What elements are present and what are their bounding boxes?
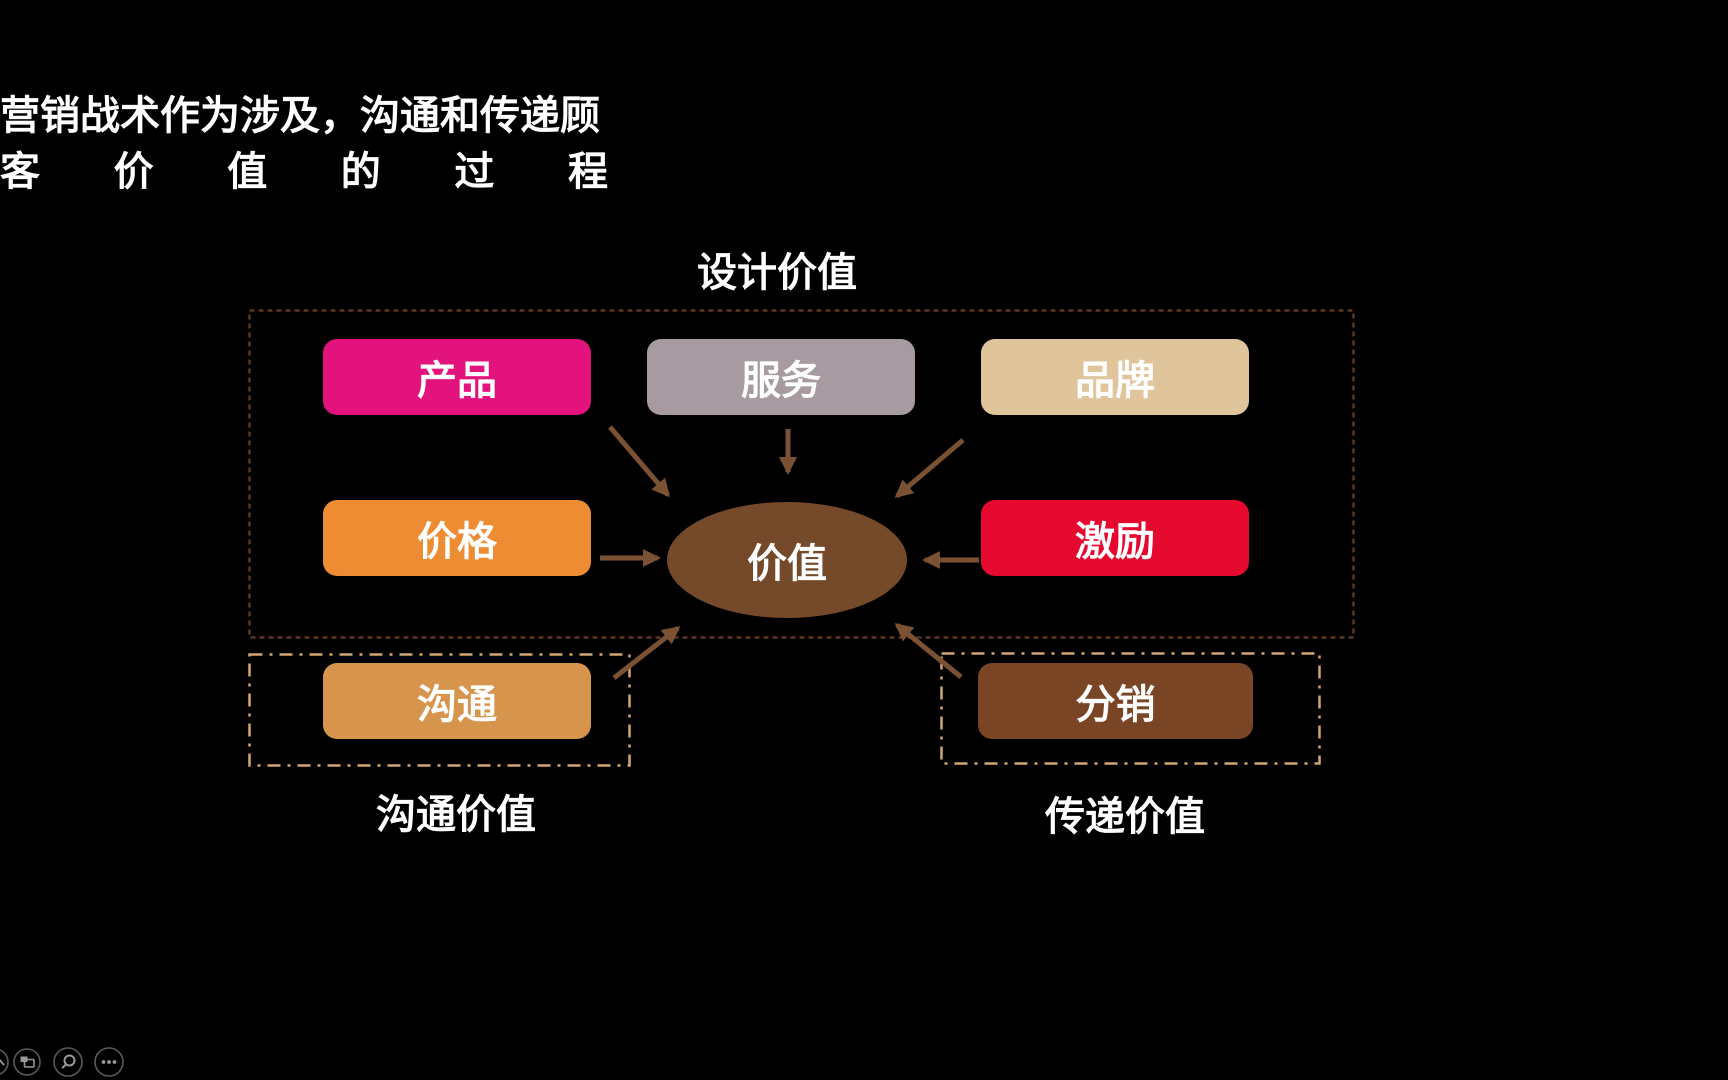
arrow-communication-to-value — [612, 626, 681, 680]
communicate-value-group-label: 沟通价值 — [376, 793, 536, 837]
zoom-icon[interactable] — [53, 1047, 83, 1077]
node-price: 价格 — [323, 500, 591, 576]
title-char: 值 — [227, 150, 268, 194]
node-value-ellipse: 价值 — [667, 502, 907, 618]
pen-icon[interactable] — [0, 1049, 9, 1075]
node-product: 产品 — [323, 339, 591, 415]
design-value-group-label: 设计价值 — [697, 251, 857, 295]
more-icon[interactable] — [94, 1047, 124, 1077]
slide-title: 营销战术作为涉及，沟通和传递顾 客 价 值 的 过 程 — [0, 88, 608, 200]
node-brand: 品牌 — [981, 339, 1249, 415]
node-incentive: 激励 — [981, 500, 1249, 576]
arrow-brand-to-value — [894, 438, 965, 498]
title-char: 程 — [567, 150, 608, 194]
slides-icon[interactable] — [13, 1048, 41, 1076]
title-char: 过 — [454, 150, 495, 194]
node-service: 服务 — [647, 339, 915, 415]
arrow-distribution-to-value — [894, 623, 963, 679]
node-communication: 沟通 — [323, 663, 591, 739]
title-char: 价 — [113, 150, 154, 194]
title-char: 客 — [0, 150, 40, 194]
node-distribution: 分销 — [978, 663, 1253, 739]
arrow-product-to-value — [608, 425, 670, 498]
slide-title-line1: 营销战术作为涉及，沟通和传递顾 — [0, 94, 600, 138]
title-char: 的 — [340, 150, 381, 194]
slide-title-line2: 客 价 值 的 过 程 — [0, 144, 608, 200]
slideshow-toolbar[interactable] — [0, 1044, 140, 1080]
deliver-value-group-label: 传递价值 — [1045, 795, 1205, 839]
